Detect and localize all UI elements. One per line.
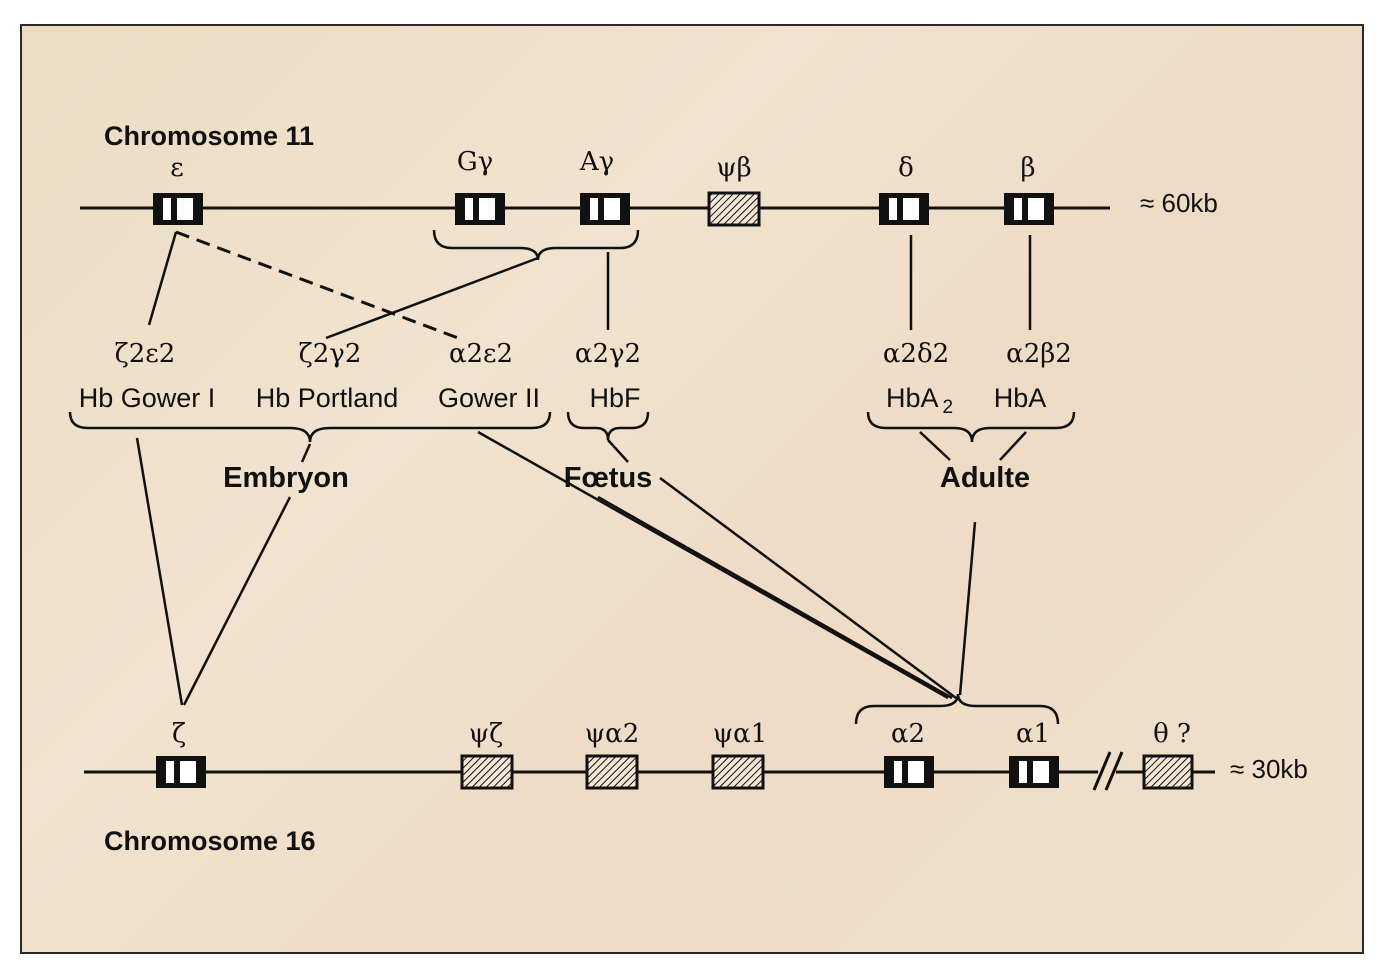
gene-box-beta (1004, 193, 1054, 225)
hb-name-gower1: Hb Gower I (79, 383, 216, 413)
gene-label-beta: β (1020, 153, 1035, 183)
gene-label-psi-alpha1: ψα1 (713, 719, 768, 749)
gamma-brace (432, 229, 640, 261)
hb-chains-gower1: ζ2ε2 (115, 339, 176, 369)
adult-brace (866, 411, 1076, 443)
break-mark-2 (1104, 751, 1124, 791)
chromosome-11-title: Chromosome 11 (104, 121, 314, 151)
hb-chains-hba2: α2δ2 (883, 339, 949, 369)
gene-box-g-gamma (455, 193, 505, 225)
fetus-brace (566, 411, 650, 441)
gene-box-theta (1142, 754, 1194, 790)
gene-box-alpha1 (1009, 756, 1059, 788)
gene-box-alpha2 (884, 756, 934, 788)
link-epsilon-gower1 (147, 231, 178, 326)
link-adult-alpha (958, 521, 977, 696)
gene-label-alpha1: α1 (1016, 719, 1050, 749)
gene-box-psi-alpha2 (585, 754, 639, 790)
gene-label-delta: δ (898, 153, 914, 183)
link-portland-zeta (182, 496, 292, 706)
adult-brace-stub-right (999, 431, 1027, 461)
embryo-brace (68, 411, 552, 443)
hb-chains-gower2: α2ε2 (449, 339, 513, 369)
hb-name-hba: HbA (994, 383, 1047, 413)
gene-label-g-gamma: Gγ (457, 147, 493, 177)
link-fetus-alpha (659, 476, 957, 700)
gene-box-psi-zeta (460, 754, 514, 790)
link-gower1-zeta (135, 437, 184, 706)
gene-label-alpha2: α2 (891, 719, 925, 749)
gene-label-epsilon: ε (170, 153, 183, 183)
gene-box-zeta (156, 756, 206, 788)
embryo-brace-stub (300, 443, 312, 463)
hb-chains-portland: ζ2γ2 (299, 339, 362, 369)
gene-label-psi-beta: ψβ (716, 153, 751, 183)
chromosome-16-size: ≈ 30kb (1230, 754, 1308, 784)
hb-name-gower2: Gower II (438, 383, 540, 413)
chromosome-11-size: ≈ 60kb (1140, 188, 1218, 218)
link-epsilon-gower2 (175, 230, 459, 340)
gene-label-a-gamma: Aγ (579, 147, 614, 177)
gene-label-theta: θ ? (1153, 719, 1191, 749)
stage-adult: Adulte (940, 462, 1030, 494)
gene-box-a-gamma (580, 193, 630, 225)
fetus-brace-stub (607, 439, 629, 463)
hb-name-hbf: HbF (589, 383, 640, 413)
hb-chains-hbf: α2γ2 (575, 339, 641, 369)
chromosome-16-title: Chromosome 16 (104, 826, 316, 856)
gene-label-psi-zeta: ψζ (469, 719, 503, 749)
alpha-brace (854, 693, 1060, 725)
adult-brace-stub-left (919, 431, 951, 461)
link-gower2-alpha (477, 430, 949, 700)
gene-label-zeta: ζ (172, 719, 186, 749)
link-gamma-portland (325, 256, 539, 340)
gene-box-psi-alpha1 (711, 754, 765, 790)
diagram-panel (20, 24, 1364, 954)
hb-chains-hba: α2β2 (1006, 339, 1072, 369)
link-hbf-alpha (597, 495, 953, 700)
gene-box-delta (879, 193, 929, 225)
stage-embryo: Embryon (223, 462, 349, 494)
gene-label-psi-alpha2: ψα2 (585, 719, 640, 749)
gene-box-psi-beta (707, 191, 761, 227)
break-mark-1 (1092, 751, 1112, 791)
hb-name-portland: Hb Portland (256, 383, 399, 413)
gene-box-epsilon (153, 193, 203, 225)
